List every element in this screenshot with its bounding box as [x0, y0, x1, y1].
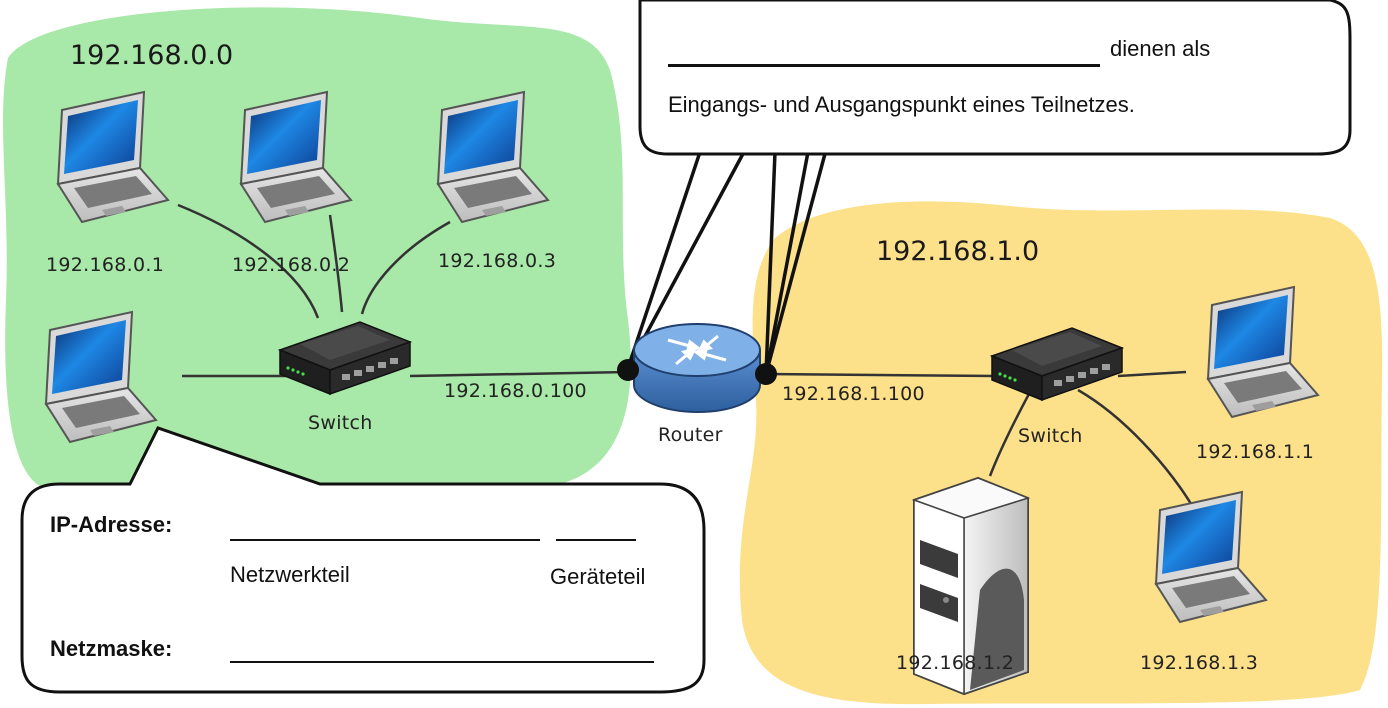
answer-blank-top[interactable] [668, 64, 1100, 67]
callout-top-line2: Eingangs- und Ausgangspunkt eines Teilne… [668, 92, 1135, 117]
host-label-a3: 192.168.0.3 [438, 250, 557, 272]
router-port-a [617, 359, 639, 381]
ip-address-label: IP-Adresse: [50, 512, 173, 537]
host-label-b3: 192.168.1.3 [1140, 652, 1259, 674]
router-label: Router [658, 424, 723, 446]
host-label-a1: 192.168.0.1 [46, 254, 165, 276]
device-part-blank[interactable] [556, 539, 636, 541]
network-b-title: 192.168.1.0 [876, 236, 1040, 267]
gateway-ip-b: 192.168.1.100 [782, 383, 925, 405]
callout-bottom-bubble [20, 426, 706, 694]
network-part-blank[interactable] [230, 539, 540, 541]
host-label-b2: 192.168.1.2 [896, 652, 1015, 674]
network-a-title: 192.168.0.0 [70, 40, 234, 71]
router-icon [633, 323, 761, 414]
device-part-label: Geräteteil [550, 564, 646, 589]
router-port-b [755, 363, 777, 385]
gateway-ip-a: 192.168.0.100 [444, 380, 587, 402]
callout-top-line1: dienen als [1110, 36, 1211, 61]
switch-label-b: Switch [1018, 425, 1083, 447]
callout-top-bubble [638, 0, 1352, 156]
netmask-blank[interactable] [230, 661, 654, 663]
host-label-b1: 192.168.1.1 [1196, 441, 1315, 463]
switch-label-a: Switch [308, 412, 373, 434]
network-part-label: Netzwerkteil [230, 562, 350, 587]
server-icon [911, 476, 1031, 696]
netmask-label: Netzmaske: [50, 636, 173, 661]
host-label-a2: 192.168.0.2 [232, 254, 351, 276]
